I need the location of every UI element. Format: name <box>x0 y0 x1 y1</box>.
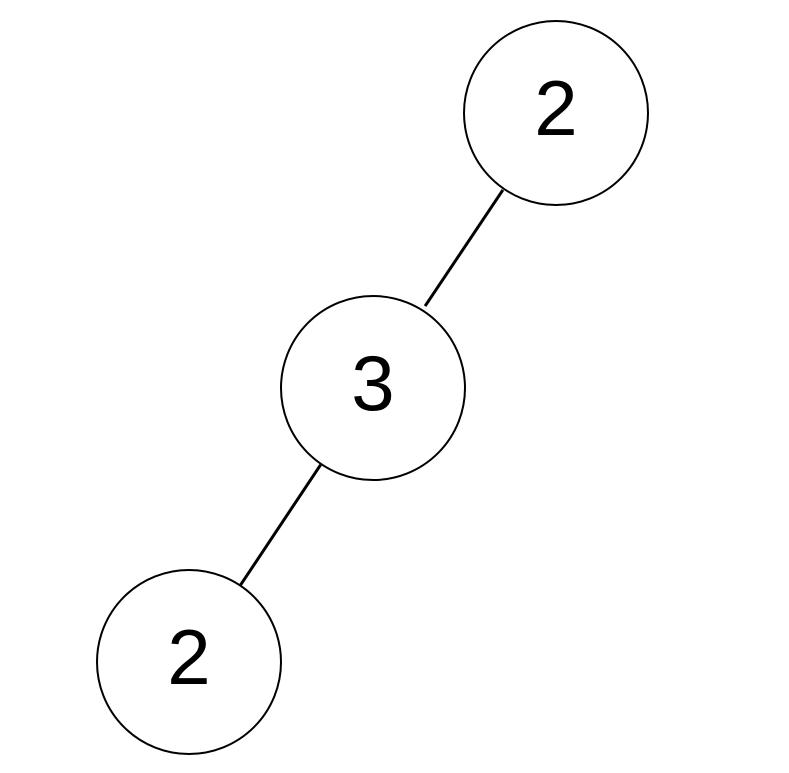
tree-node-leaf: 2 <box>96 569 282 755</box>
node-circle-leaf <box>96 569 282 755</box>
node-label-leaf: 2 <box>167 613 210 701</box>
tree-node-mid: 3 <box>280 295 466 481</box>
node-circle-root <box>463 20 649 206</box>
node-label-mid: 3 <box>351 339 394 427</box>
edge-root-to-mid <box>423 189 505 307</box>
node-label-root: 2 <box>534 64 577 152</box>
edge-mid-to-leaf <box>239 463 322 587</box>
tree-edges <box>239 189 505 587</box>
tree-node-root: 2 <box>463 20 649 206</box>
node-circle-mid <box>280 295 466 481</box>
